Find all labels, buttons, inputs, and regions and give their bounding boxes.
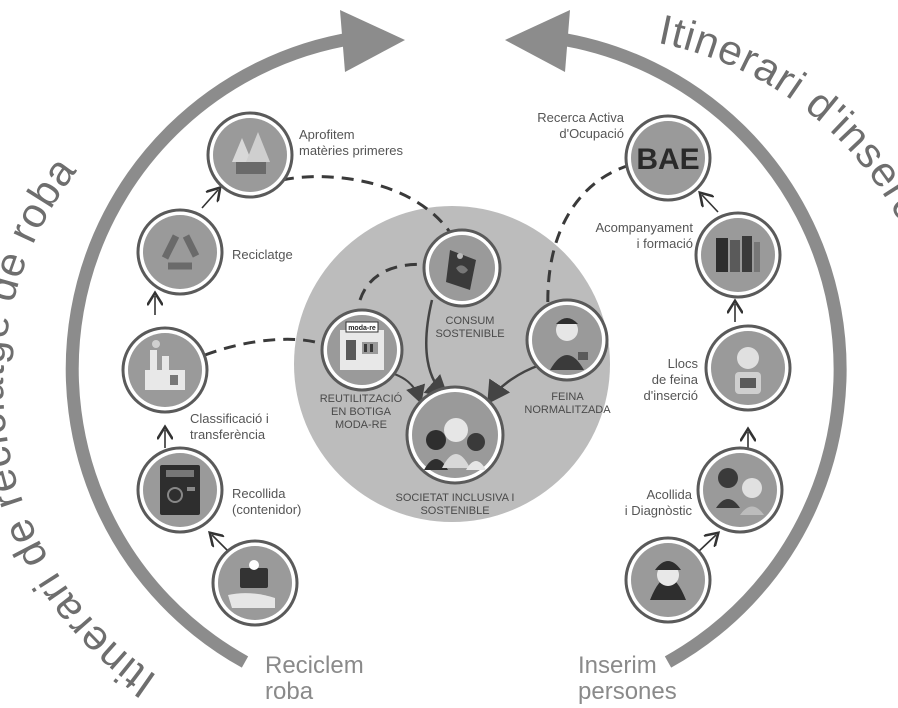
left-cycle-arrowhead: [340, 10, 405, 72]
right-step-3-label: Acompanyament i formació: [595, 220, 693, 251]
shop-sign: moda-re: [348, 325, 376, 332]
arrow-person-to-welcome: [697, 535, 716, 553]
worker-node: [704, 324, 792, 412]
recycle-icon: [161, 234, 200, 270]
dashed-link-factory-to-shop: [204, 337, 326, 357]
person-icon: [650, 561, 686, 600]
right-step-4-label: Recerca Activa d'Ocupació: [537, 110, 624, 141]
society-people-icon: [424, 418, 486, 470]
left-step-3-label: Reciclatge: [232, 247, 293, 262]
worker-suit-icon: [550, 318, 588, 370]
welcome-people-icon: [716, 468, 764, 515]
dashed-link-shop-to-consum: [358, 262, 431, 301]
person-node: [624, 536, 712, 624]
dashed-link-raw-to-consum: [281, 175, 457, 241]
recycle-node: [136, 208, 224, 296]
right-step-1-label: Acollida i Diagnòstic: [624, 487, 692, 518]
right-cycle-arrowhead: [505, 10, 570, 72]
right-step-arrows: [697, 195, 748, 553]
consum-label: CONSUM SOSTENIBLE: [435, 315, 505, 340]
center-disc: [294, 206, 610, 522]
feina-node: [525, 298, 609, 382]
shop-label: REUTILITZACIÓ EN BOTIGA MODA-RE: [319, 393, 403, 431]
bae-icon: BAE: [636, 143, 699, 176]
left-start-label: Reciclem roba: [265, 652, 364, 705]
books-node: [694, 211, 782, 299]
arrow-recycle-to-raw: [201, 190, 218, 209]
arrow-books-to-bae: [702, 195, 719, 213]
right-step-2-label: Llocs de feina d'inserció: [643, 356, 698, 403]
raw-materials-icon: [232, 132, 270, 174]
society-node: [405, 385, 505, 485]
left-cycle-arc: [65, 31, 357, 668]
shop-icon: moda-re: [340, 321, 384, 370]
clothes-hand-icon: [228, 560, 275, 608]
right-start-label: Inserim persones: [578, 652, 677, 705]
bae-node: BAE: [624, 114, 712, 202]
price-tag-icon: [446, 250, 476, 290]
worker-icon: [735, 347, 761, 394]
feina-label: FEINA NORMALITZADA: [524, 391, 611, 416]
left-step-4-label: Aprofitem matèries primeres: [299, 127, 404, 158]
books-icon: [716, 236, 760, 272]
left-step-1-label: Recollida (contenidor): [232, 486, 302, 517]
factory-node: [121, 326, 209, 414]
container-icon: [160, 465, 200, 515]
welcome-people-node: [696, 446, 784, 534]
clothes-hand-node: [211, 539, 299, 627]
container-node: [136, 446, 224, 534]
arrow-feina-to-society: [487, 363, 541, 405]
right-cycle-arc: [554, 31, 847, 668]
consum-node: [422, 228, 502, 308]
raw-materials-node: [206, 111, 294, 199]
shop-node: moda-re: [320, 308, 404, 392]
left-step-2-label: Classificació i transferència: [190, 411, 269, 442]
society-label: SOCIETAT INCLUSIVA I SOSTENIBLE: [395, 492, 515, 517]
factory-icon: [145, 340, 185, 390]
